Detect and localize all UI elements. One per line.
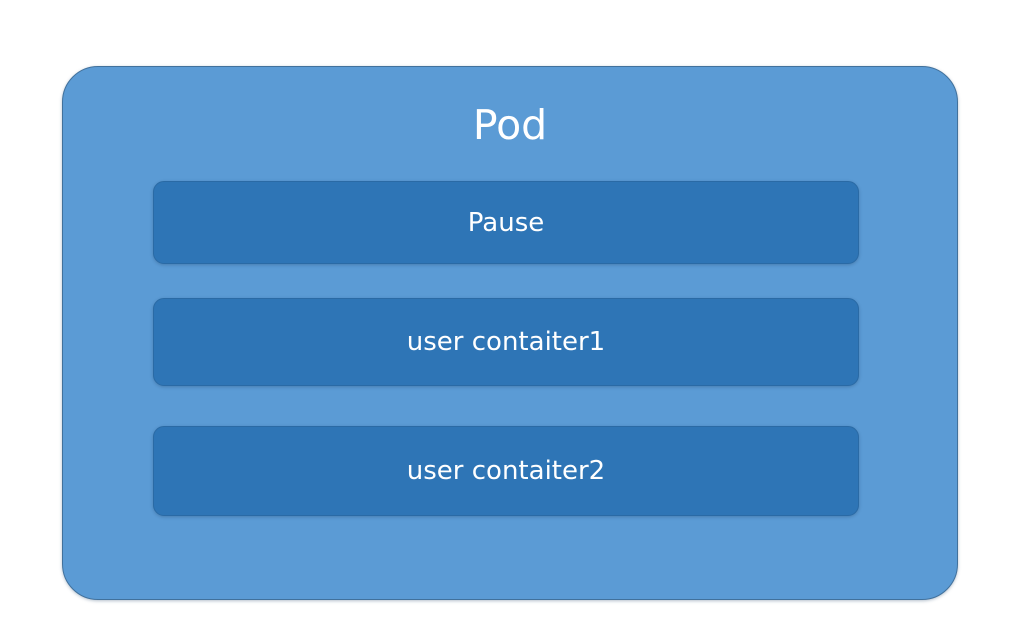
- container-box-pause: Pause: [153, 181, 859, 264]
- pod-title: Pod: [472, 101, 548, 149]
- pod-outer-container: Pod Pause user contaiter1 user contaiter…: [62, 66, 958, 600]
- container-box-user-contaiter1: user contaiter1: [153, 298, 859, 386]
- container-box-label: Pause: [467, 207, 545, 238]
- container-box-label: user contaiter1: [406, 327, 606, 357]
- container-box-user-contaiter2: user contaiter2: [153, 426, 859, 516]
- container-box-label: user contaiter2: [406, 456, 606, 486]
